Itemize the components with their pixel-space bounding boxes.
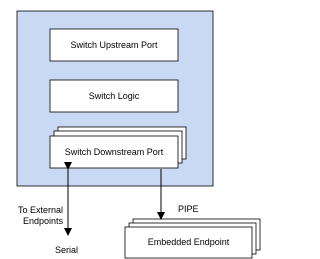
serial-label: Serial (55, 245, 79, 255)
embedded-endpoint-label: Embedded Endpoint (147, 237, 230, 247)
embedded-endpoint-box (124, 226, 253, 259)
diagram-canvas (16, 10, 261, 259)
switch-logic-label: Switch Logic (88, 91, 140, 101)
to-external-label-line2: Endpoints (22, 216, 63, 226)
switch-downstream-port-label: Switch Downstream Port (64, 147, 164, 157)
pipe-label: PIPE (178, 204, 199, 214)
switch-upstream-port-label: Switch Upstream Port (70, 40, 158, 50)
switch-logic-box (49, 79, 179, 113)
to-external-label-line1: To External (17, 205, 63, 215)
switch-upstream-port-box (49, 28, 179, 62)
